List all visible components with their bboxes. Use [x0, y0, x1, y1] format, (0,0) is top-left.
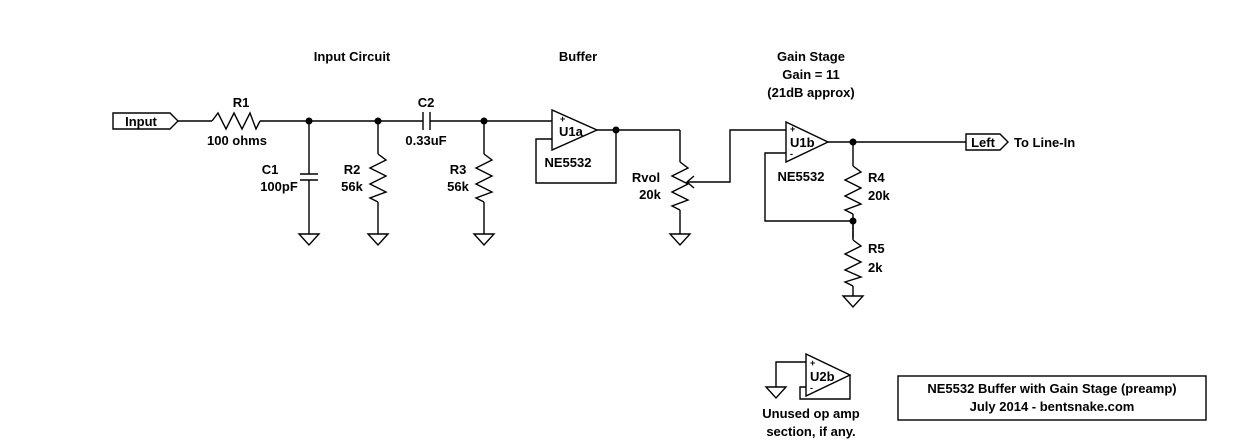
u1a-part: NE5532 [545, 155, 592, 170]
ground-icon [764, 386, 788, 400]
opamp-u1b: + - U1b NE5532 [778, 120, 830, 184]
opamp-u2b: + - U2b [805, 352, 852, 398]
c1-ref: C1 [262, 162, 279, 177]
ground-icon [668, 233, 692, 247]
u1b-part: NE5532 [778, 169, 825, 184]
gain-value: Gain = 11 [782, 67, 839, 82]
c1-value: 100pF [260, 179, 298, 194]
section-buffer: Buffer [559, 49, 597, 64]
rvol-ref: Rvol [632, 170, 660, 185]
u1a-ref: U1a [559, 124, 584, 139]
resistor-r5: R5 2k [843, 221, 885, 296]
opamp-u1a: + U1a NE5532 [545, 108, 599, 170]
unused-note-line1: Unused op amp [762, 406, 860, 421]
junction-dot [612, 126, 620, 134]
ground-icon [472, 233, 496, 247]
input-port: Input [112, 112, 179, 130]
u1b-minus-sign: - [790, 149, 793, 159]
gain-db: (21dB approx) [767, 85, 854, 100]
ground-icon [366, 233, 390, 247]
c2-ref: C2 [418, 95, 435, 110]
title-line1: NE5532 Buffer with Gain Stage (preamp) [927, 381, 1176, 396]
title-block: NE5532 Buffer with Gain Stage (preamp) J… [897, 375, 1207, 421]
left-output-port: Left [965, 133, 1009, 151]
section-gain-stage: Gain Stage [777, 49, 845, 64]
left-port-label: Left [971, 135, 996, 150]
r3-value: 56k [447, 179, 469, 194]
r2-ref: R2 [344, 162, 361, 177]
resistor-r2: R2 56k [341, 121, 388, 234]
to-line-in-label: To Line-In [1014, 135, 1075, 150]
r2-value: 56k [341, 179, 363, 194]
r5-ref: R5 [868, 241, 885, 256]
potentiometer-rvol: Rvol 20k [632, 130, 690, 234]
u1b-ref: U1b [790, 135, 815, 150]
u2b-minus-sign: - [810, 383, 813, 393]
input-port-label: Input [125, 114, 157, 129]
ground-icon [297, 233, 321, 247]
title-line2: July 2014 - bentsnake.com [970, 399, 1135, 414]
r1-value: 100 ohms [207, 133, 267, 148]
u1a-plus-sign: + [560, 114, 565, 124]
resistor-r1: R1 100 ohms [207, 95, 267, 148]
section-input-circuit: Input Circuit [314, 49, 391, 64]
rvol-value: 20k [639, 187, 661, 202]
u1b-plus-sign: + [790, 124, 795, 134]
r4-ref: R4 [868, 170, 885, 185]
c2-value: 0.33uF [405, 133, 446, 148]
ground-icon [841, 295, 865, 309]
resistor-r3: R3 56k [447, 121, 494, 234]
wiper-arrow-icon [685, 175, 695, 189]
unused-note-line2: section, if any. [766, 424, 855, 439]
capacitor-c1: C1 100pF [260, 121, 318, 234]
r1-ref: R1 [233, 95, 250, 110]
r3-ref: R3 [450, 162, 467, 177]
u2b-plus-sign: + [810, 358, 815, 368]
r5-value: 2k [868, 260, 883, 275]
u2b-ref: U2b [810, 369, 835, 384]
r4-value: 20k [868, 188, 890, 203]
